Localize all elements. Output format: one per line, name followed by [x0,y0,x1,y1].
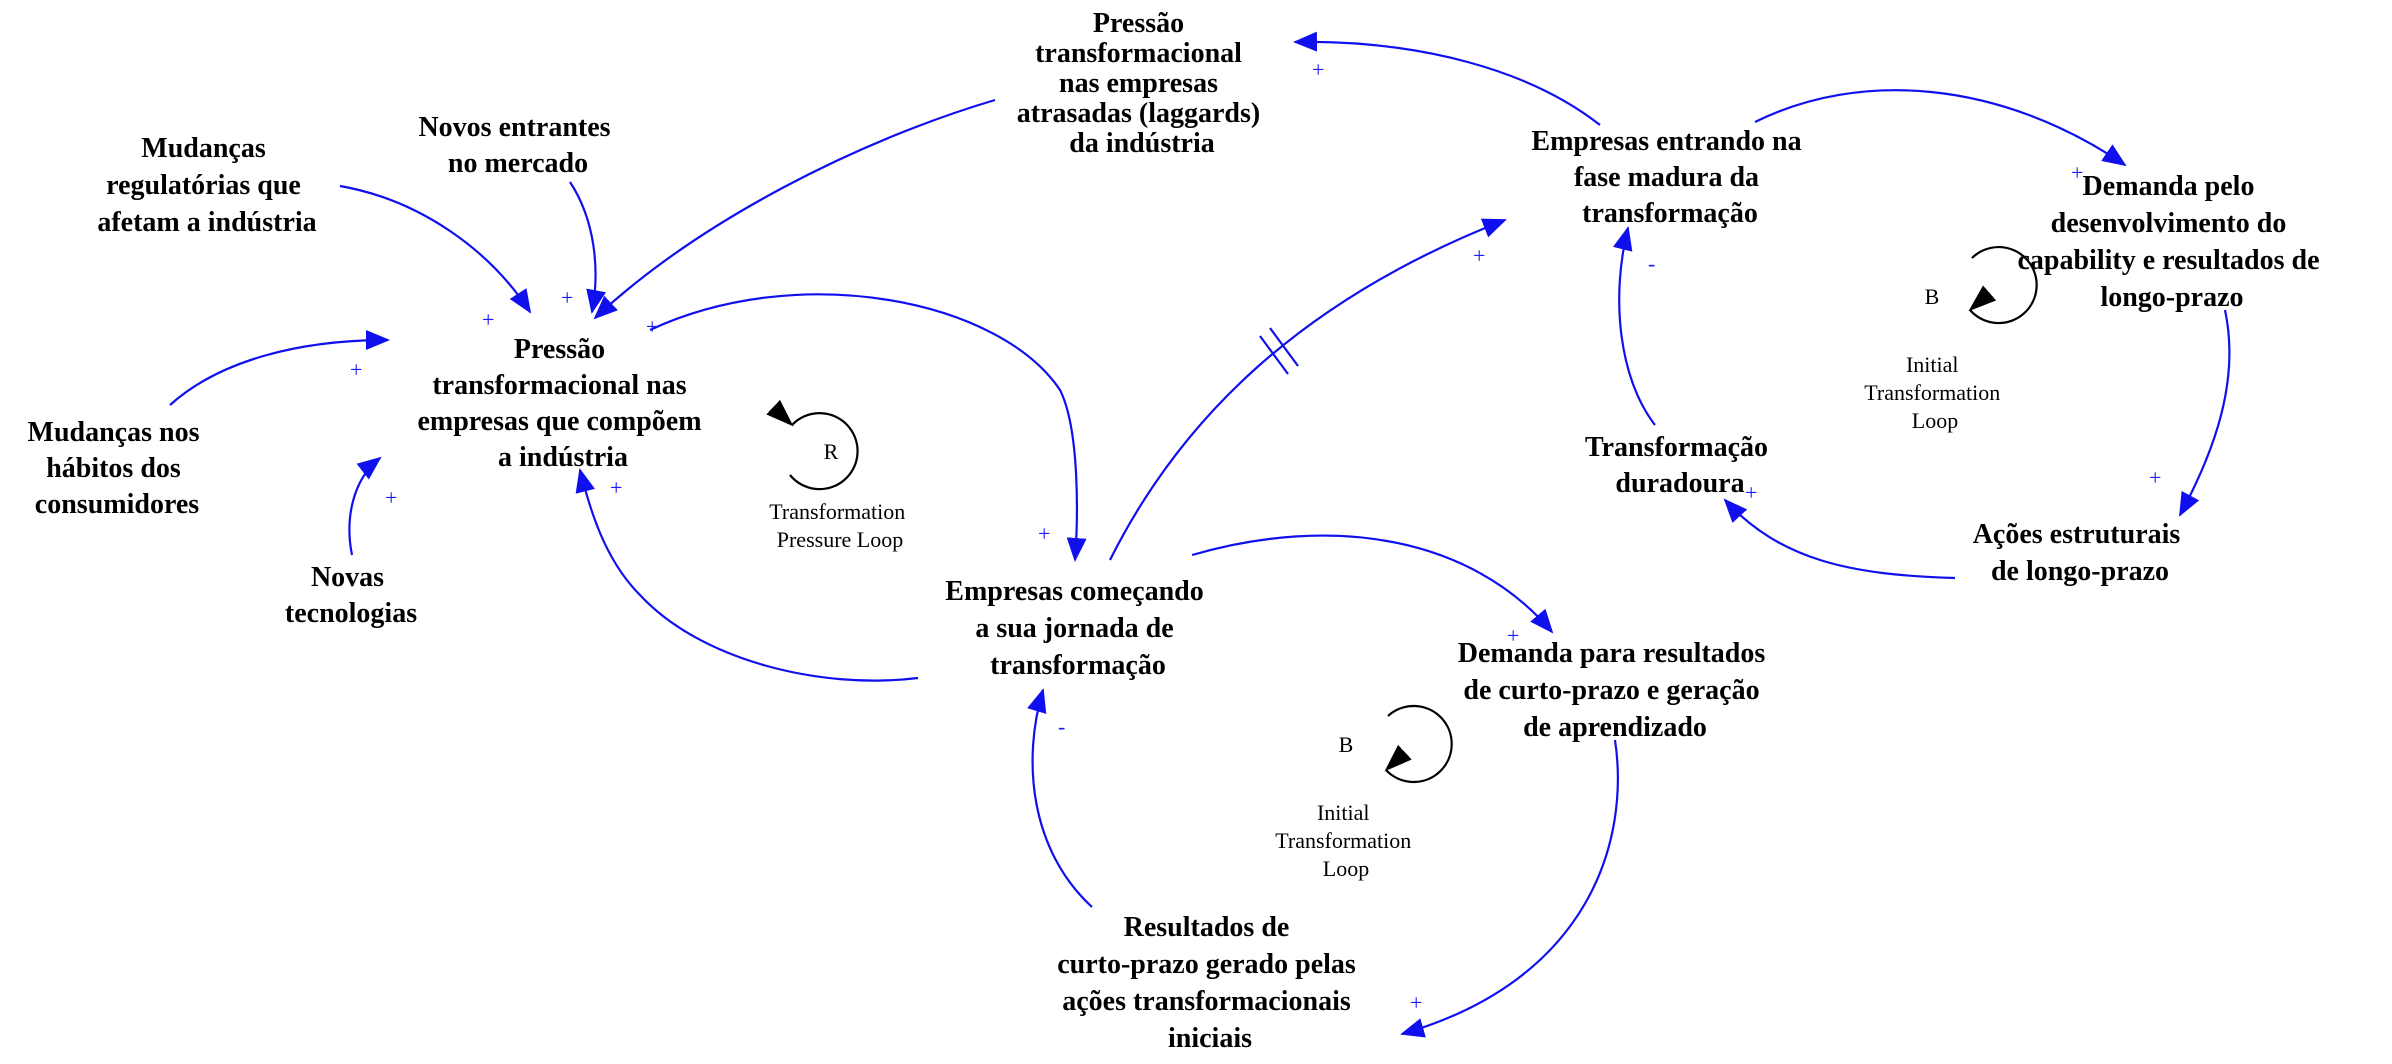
node-novos-entrantes: Novos entrantes no mercado [418,112,617,179]
link-comecando-to-pressao [575,468,919,682]
polarity-sign: + [1038,521,1050,546]
node-empresas-madura: Empresas entrando na fase madura da tran… [1531,126,1808,229]
link-curto-to-resultados [1400,739,1619,1038]
polarity-sign: + [1312,57,1324,82]
polarity-sign: + [1473,243,1485,268]
link-comecando-to-curto [1191,534,1554,634]
loop-letter: B [1339,732,1354,757]
node-demanda-curto: Demanda para resultados de curto-prazo e… [1458,638,1773,743]
node-label: Resultados de curto-prazo gerado pelas a… [1057,912,1363,1054]
link-regulatorias-to-pressao [339,184,532,314]
loop-initial-transformation-bottom: B Initial Transformation Loop [1275,704,1453,881]
node-transformacao-duradoura: Transformação duradoura [1585,432,1775,499]
link-habitos-to-pressao [169,330,390,406]
loop-arrow-icon [1968,245,2038,325]
polarity-sign: - [1058,714,1065,739]
polarity-sign: + [2149,465,2161,490]
polarity-sign: + [385,485,397,510]
node-novas-tecnologias: Novas tecnologias [285,562,417,629]
loop-label: Initial Transformation Loop [1864,352,2006,433]
node-label: Mudanças nos hábitos dos consumidores [28,417,207,520]
node-label: Mudanças regulatórias que afetam a indús… [97,133,316,238]
node-label: Ações estruturais de longo-prazo [1973,519,2188,587]
polarity-sign: - [1648,251,1655,276]
node-label: Empresas entrando na fase madura da tran… [1531,126,1808,229]
link-madura-to-capability [1754,89,2127,167]
node-label: Novas tecnologias [285,562,417,629]
polarity-sign: + [561,285,573,310]
node-label: Demanda pelo desenvolvimento do capabili… [2017,171,2326,313]
node-pressao-industria: Pressão transformacional nas empresas qu… [417,334,708,473]
polarity-sign: + [1507,623,1519,648]
links [169,31,2231,1038]
polarity-sign: + [1745,480,1757,505]
delay-mark-2 [1269,327,1299,367]
node-label: Transformação duradoura [1585,432,1775,499]
node-label: Pressão transformacional nas empresas qu… [417,334,708,473]
loop-transformation-pressure: R Transformation Pressure Loop [766,399,911,552]
loop-arrow-icon [766,399,859,491]
loop-letter: R [824,439,839,464]
polarity-sign: + [610,475,622,500]
node-label: Empresas começando a sua jornada de tran… [945,576,1210,681]
link-pressao-to-comecando [649,293,1087,562]
link-laggards-to-pressao [593,98,996,320]
node-resultados-curto: Resultados de curto-prazo gerado pelas a… [1057,912,1363,1054]
link-resultados-to-comecando [1027,688,1093,908]
polarity-sign: + [646,314,658,339]
node-empresas-comecando: Empresas começando a sua jornada de tran… [945,576,1210,681]
node-label: Demanda para resultados de curto-prazo e… [1458,638,1773,743]
node-demanda-capability: Demanda pelo desenvolvimento do capabili… [2017,171,2326,313]
loop-label: Initial Transformation Loop [1275,800,1417,881]
polarity-signs: + + + + + + + + + - + + + + - + [350,57,2161,1015]
loop-letter: B [1925,284,1940,309]
node-pressao-laggards: Pressão transformacional nas empresas at… [1017,8,1267,159]
delay-mark-1 [1259,335,1289,375]
link-entrantes-to-pressao [569,181,606,314]
link-capability-to-acoes [2179,309,2231,517]
node-label: Pressão transformacional nas empresas at… [1017,8,1267,159]
polarity-sign: + [2071,160,2083,185]
polarity-sign: + [1410,990,1422,1015]
polarity-sign: + [350,357,362,382]
link-madura-to-laggards [1293,31,1601,126]
link-comecando-to-madura [1109,218,1507,561]
node-label: Novos entrantes no mercado [418,112,617,179]
link-acoes-to-duradoura [1723,498,1956,580]
loop-initial-transformation-right: B Initial Transformation Loop [1864,245,2038,433]
link-tecnologias-to-pressao [348,456,382,556]
link-duradoura-to-madura [1612,226,1656,426]
node-acoes-estruturais: Ações estruturais de longo-prazo [1973,519,2188,587]
node-mudancas-habitos: Mudanças nos hábitos dos consumidores [28,417,207,520]
loop-arrow-icon [1384,704,1453,784]
polarity-sign: + [482,307,494,332]
node-mudancas-regulatorias: Mudanças regulatórias que afetam a indús… [97,133,316,238]
loop-label: Transformation Pressure Loop [769,499,911,552]
